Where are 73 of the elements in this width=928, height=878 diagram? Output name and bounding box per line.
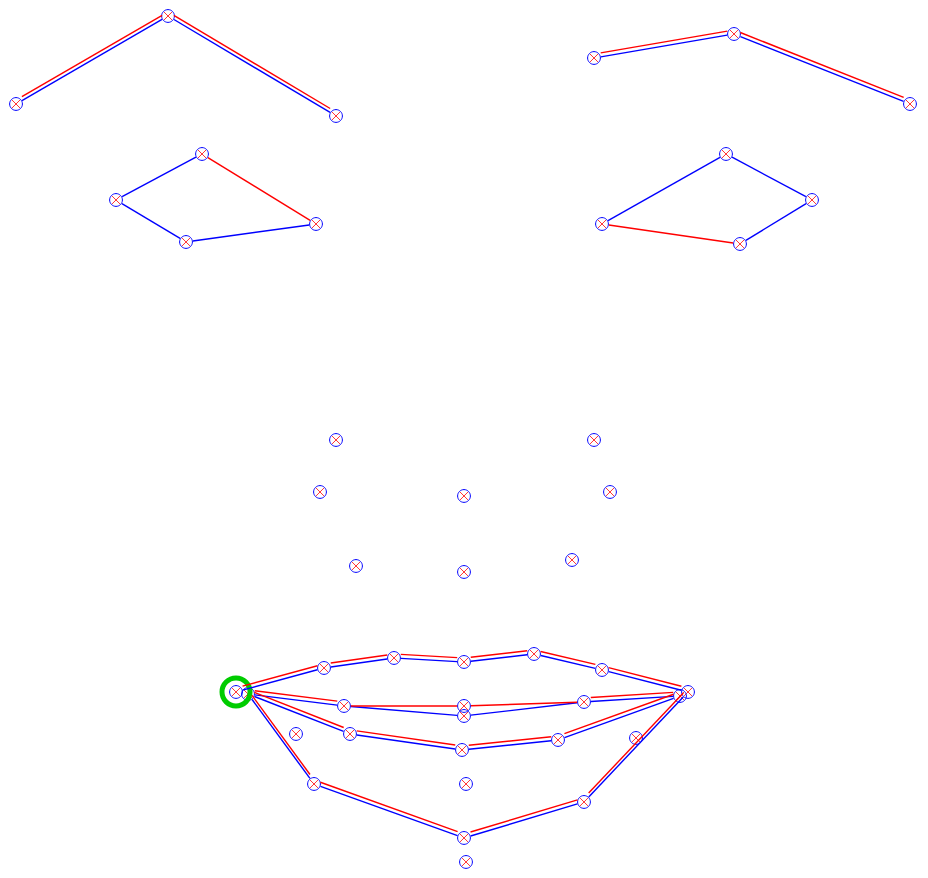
connector-line xyxy=(350,705,458,707)
connector-line xyxy=(192,224,310,242)
connector-line xyxy=(470,650,528,658)
landmark-marker xyxy=(329,109,343,123)
landmark-marker xyxy=(457,655,471,669)
landmark-marker xyxy=(457,489,471,503)
landmark-marker xyxy=(337,699,351,713)
connector-line xyxy=(540,654,596,670)
landmark-marker xyxy=(109,193,123,207)
landmark-marker xyxy=(629,731,643,745)
connector-line xyxy=(470,654,528,662)
landmark-marker xyxy=(595,217,609,231)
landmark-marker xyxy=(161,9,175,23)
connector-line xyxy=(254,690,338,702)
landmark-marker xyxy=(719,147,733,161)
landmark-marker xyxy=(727,27,741,41)
connector-line xyxy=(470,701,578,707)
connector-line xyxy=(356,730,456,746)
connector-line xyxy=(468,735,552,746)
connector-line xyxy=(470,702,578,716)
connector-line xyxy=(330,654,388,664)
connector-line xyxy=(608,224,734,244)
landmark-marker xyxy=(309,217,323,231)
landmark-marker xyxy=(603,485,617,499)
landmark-marker xyxy=(317,661,331,675)
landmark-marker xyxy=(903,97,917,111)
connector-line xyxy=(468,740,552,750)
landmark-marker xyxy=(229,685,243,699)
landmark-marker xyxy=(577,795,591,809)
landmark-marker xyxy=(457,709,471,723)
connector-line xyxy=(350,705,458,717)
connector-line xyxy=(590,695,674,703)
connector-line xyxy=(207,156,311,222)
landmark-marker xyxy=(551,733,565,747)
landmark-marker xyxy=(733,237,747,251)
landmark-marker xyxy=(577,695,591,709)
landmark-marker xyxy=(595,663,609,677)
landmark-marker xyxy=(179,235,193,249)
landmark-marker xyxy=(329,433,343,447)
landmark-marker xyxy=(457,699,471,713)
connector-line xyxy=(121,156,197,198)
landmark-marker xyxy=(349,559,363,573)
landmark-marker xyxy=(457,565,471,579)
connector-line xyxy=(400,657,458,663)
connector-line xyxy=(607,156,721,222)
landmark-marker xyxy=(457,831,471,845)
connector-line xyxy=(400,653,458,659)
landmark-marker xyxy=(343,727,357,741)
landmark-marker xyxy=(289,727,303,741)
landmark-marker xyxy=(459,777,473,791)
landmark-marker xyxy=(241,687,255,701)
connector-line xyxy=(731,156,807,198)
landmark-marker xyxy=(587,433,601,447)
landmark-marker xyxy=(681,685,695,699)
landmark-marker xyxy=(307,777,321,791)
connector-line xyxy=(539,650,597,666)
landmark-marker xyxy=(459,855,473,869)
landmark-marker xyxy=(455,743,469,757)
landmark-marker xyxy=(195,147,209,161)
connector-line xyxy=(590,691,674,699)
connector-line xyxy=(745,202,807,242)
landmark-marker xyxy=(565,553,579,567)
landmark-marker xyxy=(9,97,23,111)
connector-line xyxy=(356,734,456,750)
connector-line xyxy=(330,658,388,668)
landmark-marker xyxy=(673,689,687,703)
landmark-marker xyxy=(527,647,541,661)
connector-line xyxy=(254,694,338,706)
landmark-marker xyxy=(805,193,819,207)
landmark-marker xyxy=(387,651,401,665)
connector-line xyxy=(121,202,181,240)
landmark-marker xyxy=(313,485,327,499)
landmark-marker xyxy=(587,51,601,65)
